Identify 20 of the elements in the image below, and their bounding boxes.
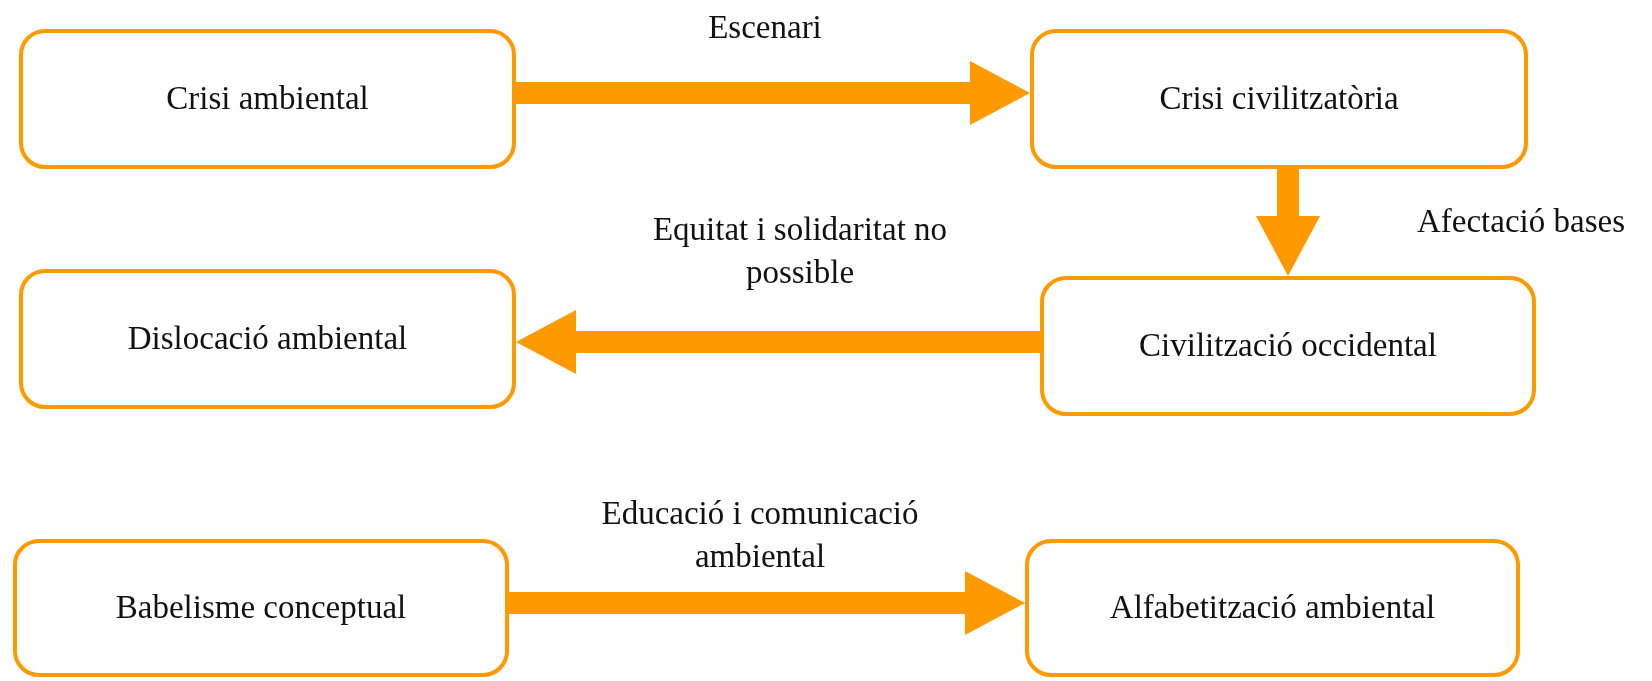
rounded-box bbox=[19, 269, 516, 409]
edge-label: Afectació bases bbox=[1416, 202, 1626, 241]
edge-label: Escenari bbox=[707, 8, 823, 47]
box-label: Babelisme conceptual bbox=[115, 588, 407, 628]
block-arrow bbox=[516, 61, 1030, 125]
edge-label: Educació i comunicació ambiental bbox=[600, 494, 920, 576]
rounded-box bbox=[1030, 29, 1528, 169]
box-label: Civilització occidental bbox=[1139, 326, 1437, 366]
box-label: Dislocació ambiental bbox=[127, 319, 408, 359]
rounded-box bbox=[1025, 539, 1520, 677]
rounded-box bbox=[19, 29, 516, 169]
box-label: Crisi civilitzatòria bbox=[1159, 79, 1399, 119]
rounded-box bbox=[1040, 276, 1536, 416]
box-label: Alfabetització ambiental bbox=[1109, 588, 1436, 628]
block-arrow bbox=[516, 310, 1040, 374]
block-arrow bbox=[509, 571, 1025, 635]
edge-label: Equitat i solidaritat no possible bbox=[651, 210, 949, 292]
box-label: Crisi ambiental bbox=[166, 79, 369, 119]
rounded-box bbox=[13, 539, 509, 677]
block-arrow bbox=[1256, 169, 1320, 276]
